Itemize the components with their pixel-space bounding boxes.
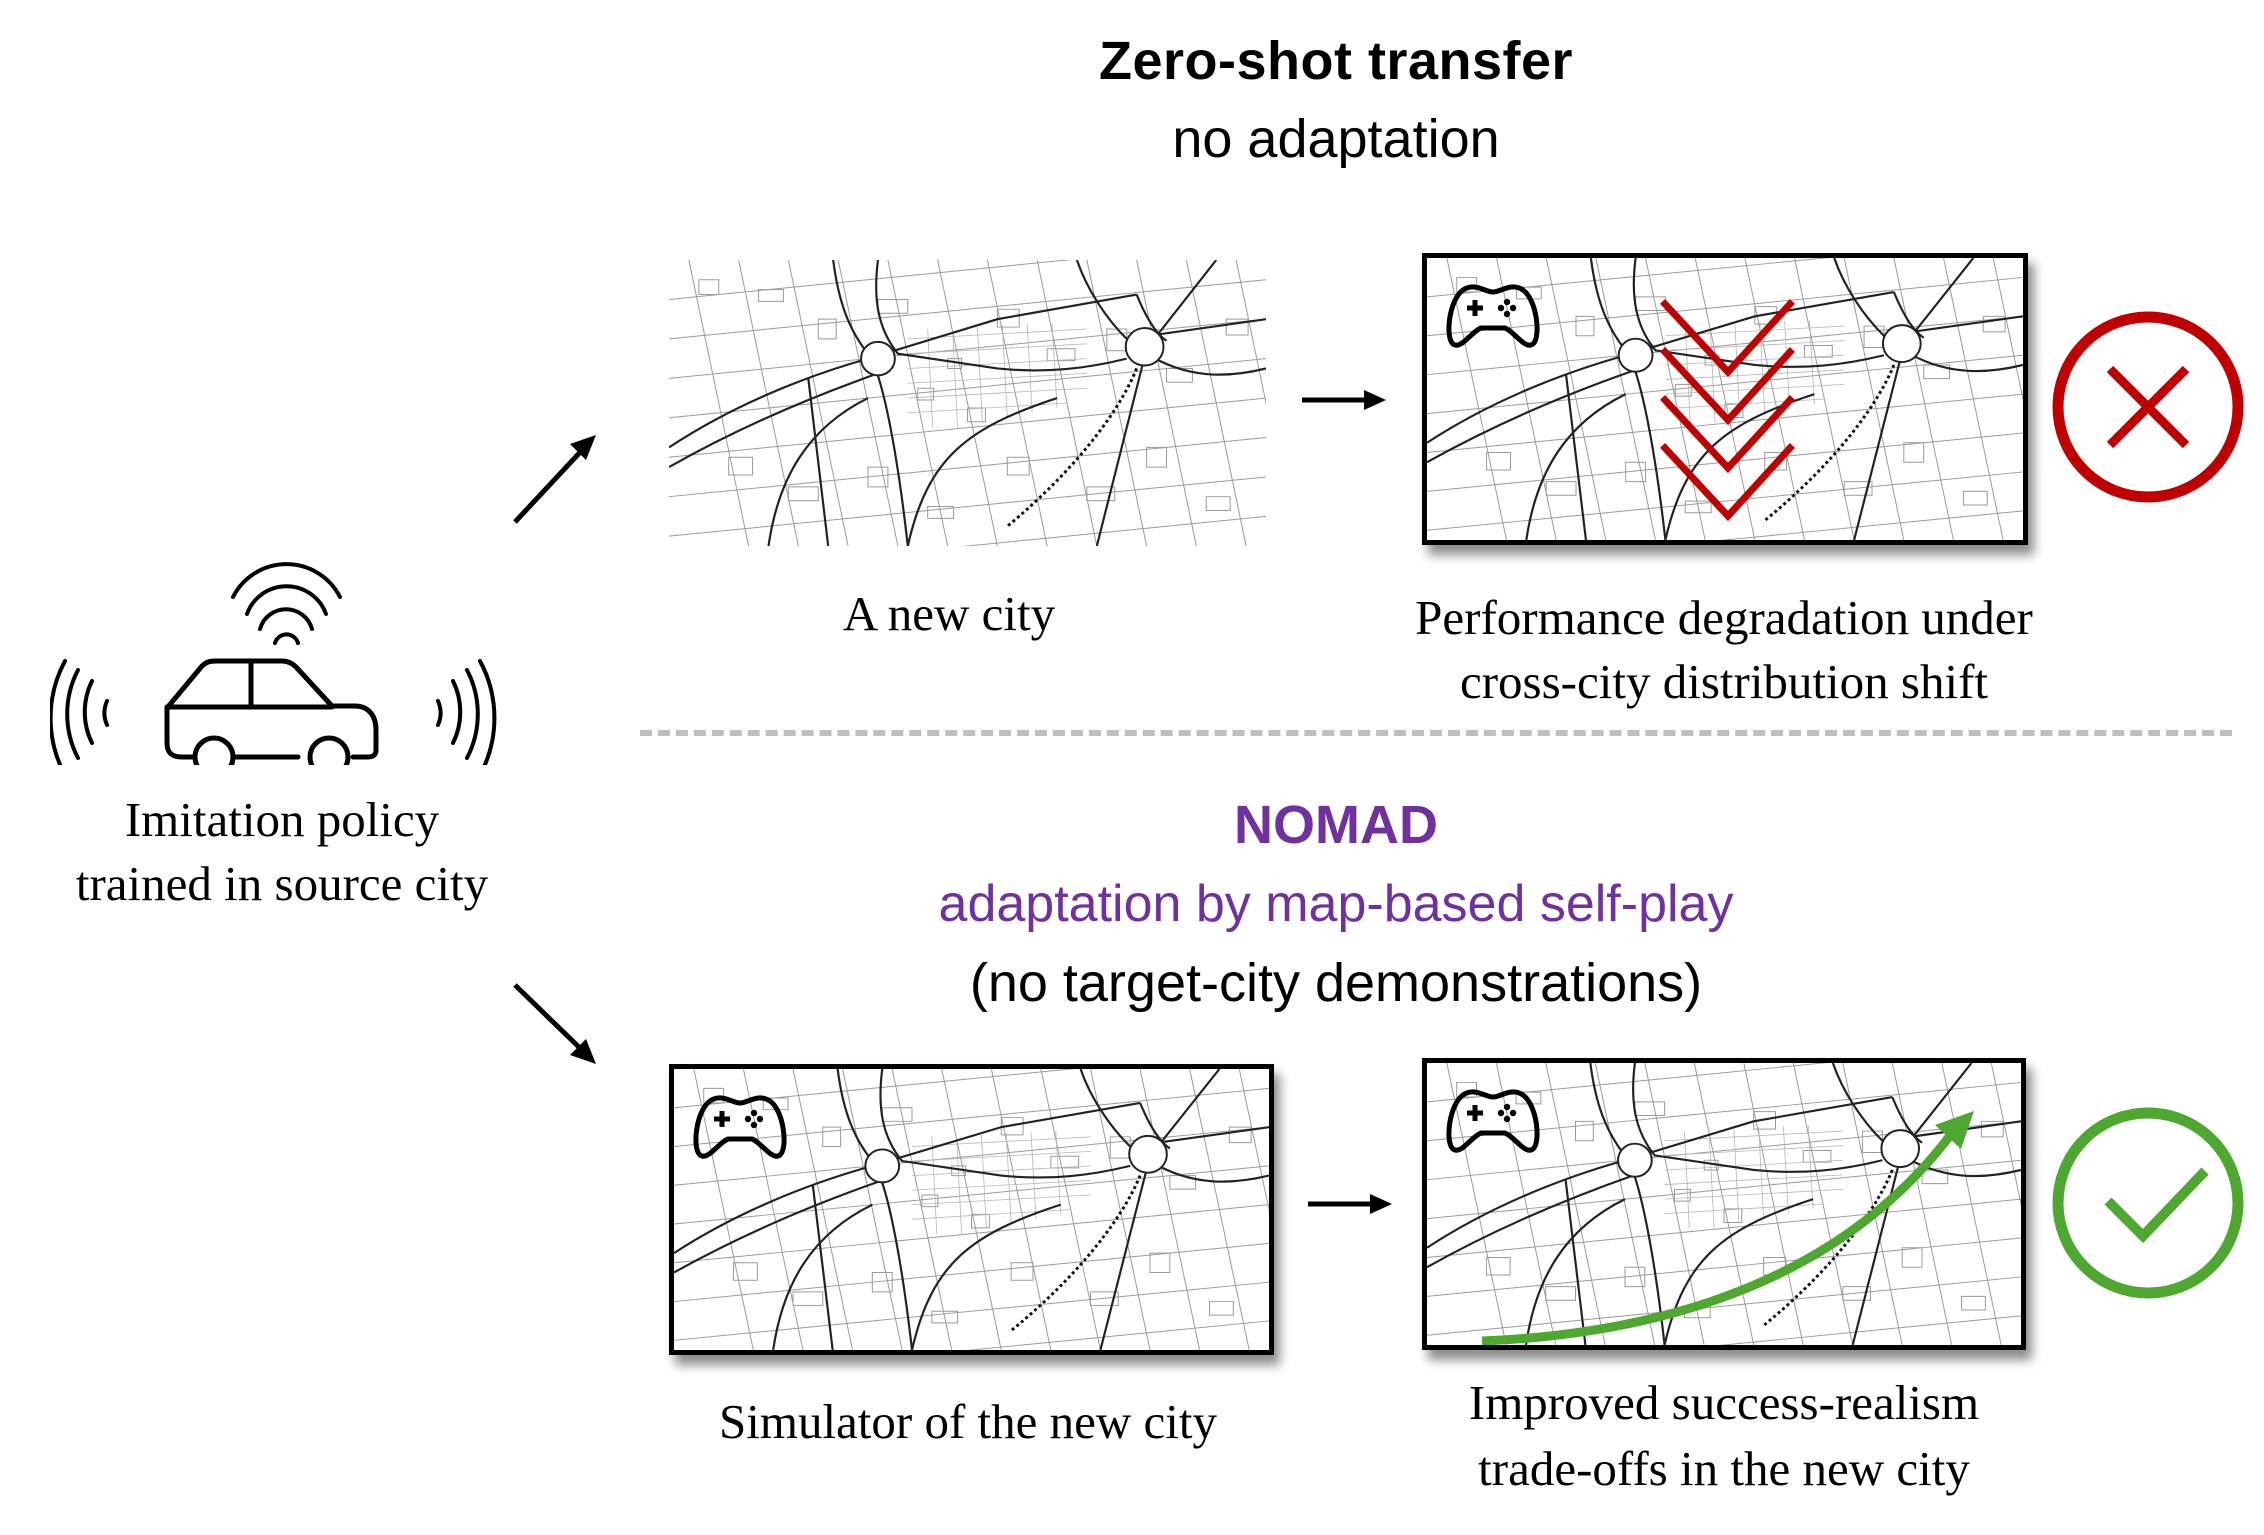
degradation-caption-line1: Performance degradation under <box>1415 590 2033 645</box>
zero-shot-title: Zero-shot transfer <box>1098 31 1574 91</box>
gamepad-icon <box>1445 282 1541 352</box>
nomad-subtitle: adaptation by map-based self-play <box>938 875 1734 933</box>
source-policy-caption-line2: trained in source city <box>75 856 489 911</box>
simulator-panel <box>669 1064 1274 1355</box>
degradation-caption-line2: cross-city distribution shift <box>1459 654 1989 709</box>
cross-circle-icon <box>2050 309 2246 505</box>
improved-city-panel <box>1422 1058 2026 1350</box>
city-map-icon <box>669 260 1266 546</box>
source-policy-caption-line1: Imitation policy <box>124 792 440 847</box>
nomad-title: NOMAD <box>1234 795 1438 855</box>
simulator-caption: Simulator of the new city <box>718 1394 1218 1449</box>
curved-arrow-up-icon <box>1427 1063 2021 1345</box>
arrow-right-icon <box>1306 1189 1396 1219</box>
arrow-up-right-icon <box>500 420 610 535</box>
zero-shot-subtitle: no adaptation <box>1172 109 1500 169</box>
gamepad-icon <box>692 1093 788 1163</box>
improved-caption-line2: trade-offs in the new city <box>1478 1441 1970 1496</box>
connected-car-icon <box>48 535 510 779</box>
new-city-caption: A new city <box>842 586 1056 641</box>
check-circle-icon <box>2050 1105 2246 1301</box>
arrow-down-right-icon <box>500 975 610 1075</box>
arrow-right-icon <box>1300 385 1390 415</box>
nomad-note: (no target-city demonstrations) <box>969 953 1703 1013</box>
improved-caption-line1: Improved success-realism <box>1468 1375 1980 1430</box>
chevrons-down-icon <box>1660 296 1795 526</box>
simulated-city-degradation-panel <box>1422 253 2028 545</box>
section-divider <box>640 730 2232 736</box>
